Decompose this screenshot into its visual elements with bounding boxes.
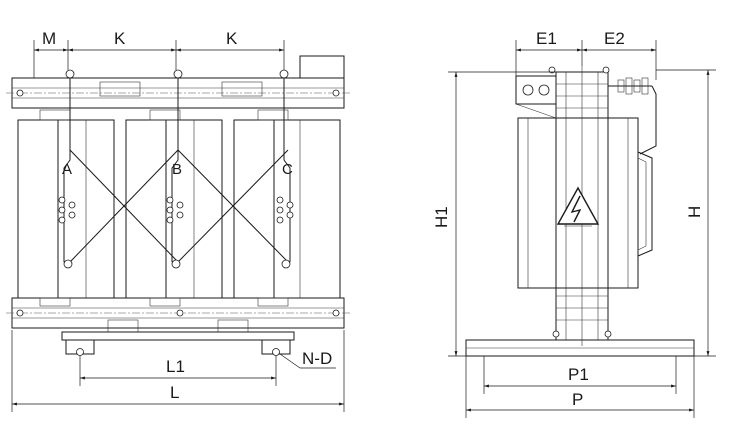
phase-label-c: C xyxy=(282,161,293,178)
base-bolt-left xyxy=(552,330,560,338)
dimension-label-l1: L1 xyxy=(166,357,185,376)
coil-phase-c xyxy=(233,109,341,307)
dimension-e2: E2 xyxy=(582,29,657,80)
dimension-label-l: L xyxy=(170,383,179,402)
lightning-bolt-icon xyxy=(570,195,582,223)
dimension-p1: P1 xyxy=(483,356,677,394)
base-bolt-right xyxy=(604,330,612,338)
delta-connection-bars xyxy=(63,149,291,269)
side-handle xyxy=(637,151,653,257)
warning-sign xyxy=(556,186,600,227)
coil-phase-a xyxy=(17,109,115,307)
coil-phase-b xyxy=(125,109,223,307)
hv-bushing xyxy=(548,66,657,155)
dimension-label-h: H xyxy=(685,206,704,218)
base-rails xyxy=(61,331,295,356)
dimension-label-p1: P1 xyxy=(568,365,589,384)
side-view: E1 E2 H1 H P1 xyxy=(432,29,716,418)
dimension-m: M xyxy=(33,29,69,78)
dimension-label-p: P xyxy=(572,390,583,409)
bottom-clamp-frame xyxy=(6,297,350,333)
dimension-label-k-left: K xyxy=(114,29,126,48)
phase-label-b: B xyxy=(172,161,182,178)
coil-enclosure xyxy=(517,117,639,289)
phase-label-a: A xyxy=(62,161,72,178)
dimension-k-left: K xyxy=(68,29,177,70)
dimension-k-right: K xyxy=(176,29,285,70)
dimension-h1: H1 xyxy=(432,71,556,357)
dimension-label-e2: E2 xyxy=(604,29,625,48)
dimension-h: H xyxy=(656,69,716,357)
front-view: A B C M K K L1 xyxy=(6,29,350,412)
dimension-n-d: N-D xyxy=(279,349,336,369)
dimension-p: P xyxy=(465,356,695,418)
dimension-label-m: M xyxy=(42,29,56,48)
dimension-label-h1: H1 xyxy=(432,206,451,228)
core-column xyxy=(555,66,609,346)
dimension-l: L xyxy=(11,330,345,412)
base-plate xyxy=(465,339,695,357)
dimension-label-n-d: N-D xyxy=(302,349,332,368)
dimension-e1: E1 xyxy=(515,29,583,76)
dimension-l1: L1 xyxy=(79,356,277,386)
dimension-label-k-right: K xyxy=(226,29,238,48)
dimension-label-e1: E1 xyxy=(536,29,557,48)
tap-terminals xyxy=(58,196,294,224)
lv-terminal-bracket xyxy=(515,75,557,119)
